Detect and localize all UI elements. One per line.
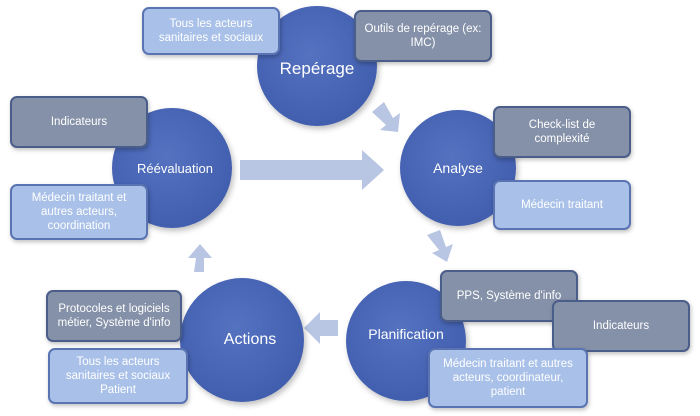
box-analyse-medecin-text: Médecin traitant bbox=[521, 199, 603, 211]
node-actions: Actions bbox=[180, 278, 304, 402]
node-reevaluation-label: Réévaluation bbox=[137, 160, 213, 176]
arrow-reperage-analyse bbox=[372, 102, 400, 132]
box-actions-acteurs: Tous les acteurs sanitaires et sociaux P… bbox=[48, 348, 188, 404]
node-planification-label: Planification bbox=[368, 326, 444, 342]
node-reperage-label: Repérage bbox=[279, 59, 355, 78]
box-planif-indicateurs-text: Indicateurs bbox=[592, 320, 650, 332]
arrow-planification-actions bbox=[304, 312, 338, 344]
box-planif-medecin: Médecin traitant et autres acteurs, coor… bbox=[428, 348, 588, 408]
box-planif-pps: PPS, Système d'info bbox=[440, 270, 578, 322]
box-reperage-outils-text: Outils de repérage (ex: IMC) bbox=[364, 23, 482, 49]
box-actions-protocoles-text: Protocoles et logiciels métier, Système … bbox=[57, 303, 171, 329]
box-reeval-medecin-text: Médecin traitant et autres acteurs, coor… bbox=[31, 192, 127, 232]
box-actions-acteurs-text: Tous les acteurs sanitaires et sociaux P… bbox=[65, 356, 171, 396]
box-reeval-indicateurs: Indicateurs bbox=[10, 96, 148, 148]
box-analyse-checklist-text: Check-list de complexité bbox=[528, 119, 596, 145]
box-analyse-medecin: Médecin traitant bbox=[493, 180, 631, 230]
box-reperage-acteurs: Tous les acteurs sanitaires et sociaux bbox=[142, 7, 280, 55]
box-reeval-medecin: Médecin traitant et autres acteurs, coor… bbox=[10, 184, 148, 240]
box-planif-pps-text: PPS, Système d'info bbox=[456, 290, 562, 302]
box-reperage-outils: Outils de repérage (ex: IMC) bbox=[354, 10, 492, 62]
box-actions-protocoles: Protocoles et logiciels métier, Système … bbox=[46, 290, 182, 342]
box-planif-indicateurs: Indicateurs bbox=[552, 300, 690, 352]
node-analyse-label: Analyse bbox=[433, 160, 483, 176]
arrow-analyse-planification bbox=[427, 230, 453, 262]
arrow-reevaluation-analyse bbox=[240, 150, 384, 190]
box-reperage-acteurs-text: Tous les acteurs sanitaires et sociaux bbox=[158, 18, 264, 44]
box-analyse-checklist: Check-list de complexité bbox=[493, 106, 631, 158]
box-reeval-indicateurs-text: Indicateurs bbox=[50, 116, 108, 128]
arrow-actions-reevaluation bbox=[188, 244, 212, 272]
box-planif-medecin-text: Médecin traitant et autres acteurs, coor… bbox=[443, 358, 573, 398]
node-actions-label: Actions bbox=[223, 331, 277, 348]
